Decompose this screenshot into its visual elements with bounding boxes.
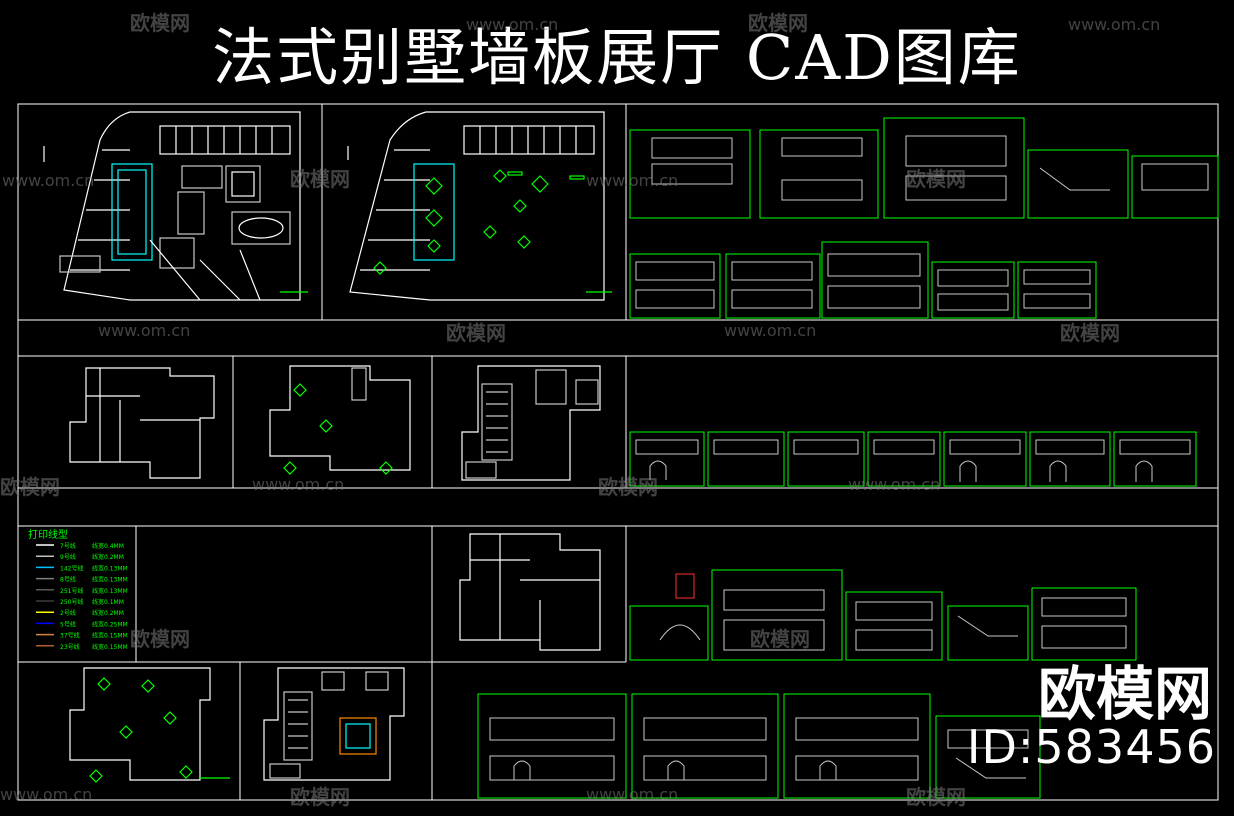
watermark-logo: 欧模网 xyxy=(748,11,808,35)
legend-line-name: 250号线 xyxy=(60,598,83,606)
watermark-url: www.om.cn xyxy=(586,171,678,190)
legend-line-name: 2号线 xyxy=(60,609,76,617)
watermark-logo: 欧模网 xyxy=(906,785,966,809)
watermark-url: www.om.cn xyxy=(0,785,92,804)
watermark-logo: 欧模网 xyxy=(906,167,966,191)
model-id: ID:583456 xyxy=(966,720,1216,774)
elevation-sheets-row-4[interactable] xyxy=(477,693,1041,799)
legend-line-width: 线宽0.13MM xyxy=(92,576,128,584)
elevation-sheets-row-2[interactable] xyxy=(629,431,1197,487)
watermark-logo: 欧模网 xyxy=(130,11,190,35)
watermark-logo: 欧模网 xyxy=(598,475,658,499)
legend-line-name: 23号线 xyxy=(60,643,80,651)
watermark-url: www.om.cn xyxy=(586,785,678,804)
watermark-url: www.om.cn xyxy=(1068,15,1160,34)
floor-plan-furniture[interactable] xyxy=(43,111,308,301)
watermark-logo: 欧模网 xyxy=(290,167,350,191)
brand-logo-text: 欧模网 xyxy=(1037,660,1212,728)
watermark-layer: www.om.cn www.om.cn www.om.cn www.om.cn … xyxy=(0,11,1160,809)
page-title: 法式别墅墙板展厅 CAD图库 xyxy=(212,21,1022,94)
sheet-frame xyxy=(17,103,1219,801)
legend-line-name: 37号线 xyxy=(60,632,80,640)
legend-line-width: 线宽0.2MM xyxy=(92,609,124,617)
watermark-logo: 欧模网 xyxy=(446,321,506,345)
legend-line-width: 线宽0.1MM xyxy=(92,598,124,606)
legend-line-width: 线宽0.13MM xyxy=(92,587,128,595)
watermark-logo: 欧模网 xyxy=(290,785,350,809)
legend-line-width: 线宽0.2MM xyxy=(92,553,124,561)
floor-plan-row-3[interactable] xyxy=(459,533,601,651)
legend-line-name: 8号线 xyxy=(60,576,76,584)
floor-plans-row-2[interactable] xyxy=(69,365,601,481)
watermark-logo: 欧模网 xyxy=(1060,321,1120,345)
watermark-url: www.om.cn xyxy=(252,475,344,494)
legend-line-width: 线宽0.15MM xyxy=(92,643,128,651)
watermark-url: www.om.cn xyxy=(98,321,190,340)
legend-line-name: 251号线 xyxy=(60,587,83,595)
watermark-url: www.om.cn xyxy=(724,321,816,340)
elevation-sheets-row-3[interactable] xyxy=(629,569,1137,661)
floor-plan-ceiling[interactable] xyxy=(347,111,612,301)
print-linetype-legend: 打印线型 7号线线宽0.4MM9号线线宽0.2MM142号线线宽0.13MM8号… xyxy=(28,528,128,651)
legend-rows: 7号线线宽0.4MM9号线线宽0.2MM142号线线宽0.13MM8号线线宽0.… xyxy=(36,542,128,651)
watermark-logo: 欧模网 xyxy=(750,627,810,651)
watermark-url: www.om.cn xyxy=(848,475,940,494)
legend-line-name: 9号线 xyxy=(60,553,76,561)
legend-line-name: 142号线 xyxy=(60,564,83,572)
watermark-logo: 欧模网 xyxy=(130,627,190,651)
watermark-url: www.om.cn xyxy=(2,171,94,190)
legend-line-name: 5号线 xyxy=(60,620,76,628)
floor-plans-row-4[interactable] xyxy=(69,667,405,783)
watermark-url: www.om.cn xyxy=(466,15,558,34)
legend-line-width: 线宽0.4MM xyxy=(92,542,124,550)
legend-line-name: 7号线 xyxy=(60,542,76,550)
elevation-sheets-row-1[interactable] xyxy=(629,117,1219,319)
legend-title: 打印线型 xyxy=(28,528,68,541)
watermark-logo: 欧模网 xyxy=(0,475,60,499)
legend-line-width: 线宽0.15MM xyxy=(92,632,128,640)
legend-line-width: 线宽0.13MM xyxy=(92,564,128,572)
legend-line-width: 线宽0.25MM xyxy=(92,620,128,628)
